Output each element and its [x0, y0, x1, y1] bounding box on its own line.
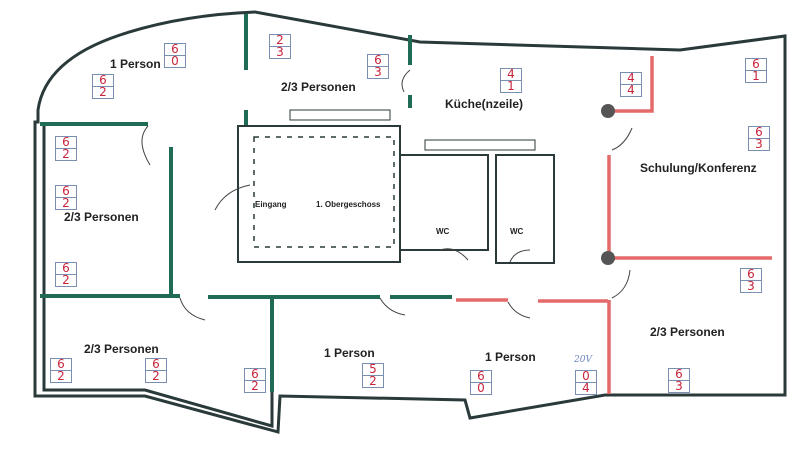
room-label: 2/3 Personen: [281, 80, 356, 94]
green-walls: [40, 14, 452, 392]
room-label: Küche(nzeile): [445, 97, 524, 111]
core-block: [237, 109, 555, 264]
outer-walls: [33, 10, 787, 434]
room-label: 2/3 Personen: [650, 325, 725, 339]
room-label: 2/3 Personen: [64, 210, 139, 224]
column: [601, 104, 615, 118]
column: [601, 251, 615, 265]
room-label: 2/3 Personen: [84, 342, 159, 356]
room-label: WC: [436, 227, 450, 236]
red-walls: [456, 56, 772, 394]
room-label: 1 Person: [324, 346, 375, 360]
room-label: Schulung/Konferenz: [640, 161, 757, 175]
voltage-note: 20V: [574, 355, 592, 365]
room-label: 1 Person: [485, 350, 536, 364]
room-label: 1 Person: [110, 57, 161, 71]
room-label: WC: [510, 227, 524, 236]
door-swings: [141, 69, 633, 321]
room-label: Eingang: [255, 200, 287, 209]
room-label: 1. Obergeschoss: [316, 200, 381, 209]
